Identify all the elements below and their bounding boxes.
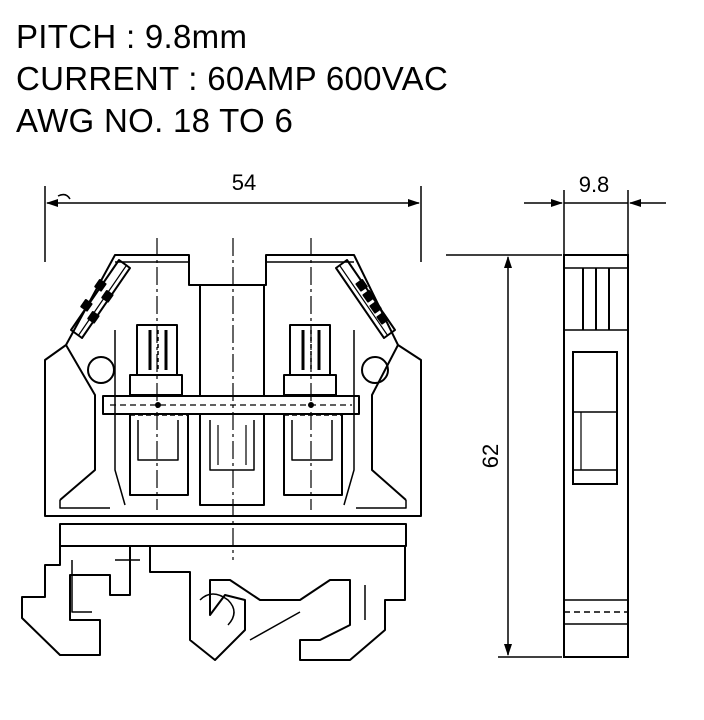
- width-dimension: 54: [44, 170, 422, 262]
- thickness-dimension-label: 9.8: [579, 172, 610, 197]
- side-terminal-window: [572, 351, 618, 485]
- height-dimension-label: 62: [478, 444, 503, 468]
- base-strip: [59, 523, 407, 547]
- left-wire-guide: [59, 259, 131, 509]
- current-spec: CURRENT : 60AMP 600VAC: [16, 60, 449, 97]
- right-wire-guide: [335, 259, 407, 509]
- width-dimension-label: 54: [232, 170, 256, 195]
- spec-block: PITCH : 9.8mm CURRENT : 60AMP 600VAC AWG…: [16, 16, 448, 142]
- terminal-body-outline: [44, 254, 422, 517]
- bus-bar: [102, 395, 360, 415]
- right-mounting-hole: [361, 356, 389, 384]
- awg-spec: AWG NO. 18 TO 6: [16, 102, 294, 139]
- left-screw-clamp: [129, 324, 189, 496]
- height-dimension: 62: [446, 254, 562, 658]
- side-view: 9.8 62: [446, 172, 666, 658]
- thickness-dimension: 9.8: [524, 172, 666, 255]
- left-mounting-hole: [87, 356, 115, 384]
- din-rail-foot: [21, 546, 406, 661]
- right-screw-clamp: [283, 324, 343, 496]
- center-lines: [156, 238, 312, 560]
- pitch-spec: PITCH : 9.8mm: [16, 18, 248, 55]
- side-body-outline: [563, 254, 629, 658]
- front-view: 54: [21, 170, 422, 661]
- center-partition: [199, 285, 265, 506]
